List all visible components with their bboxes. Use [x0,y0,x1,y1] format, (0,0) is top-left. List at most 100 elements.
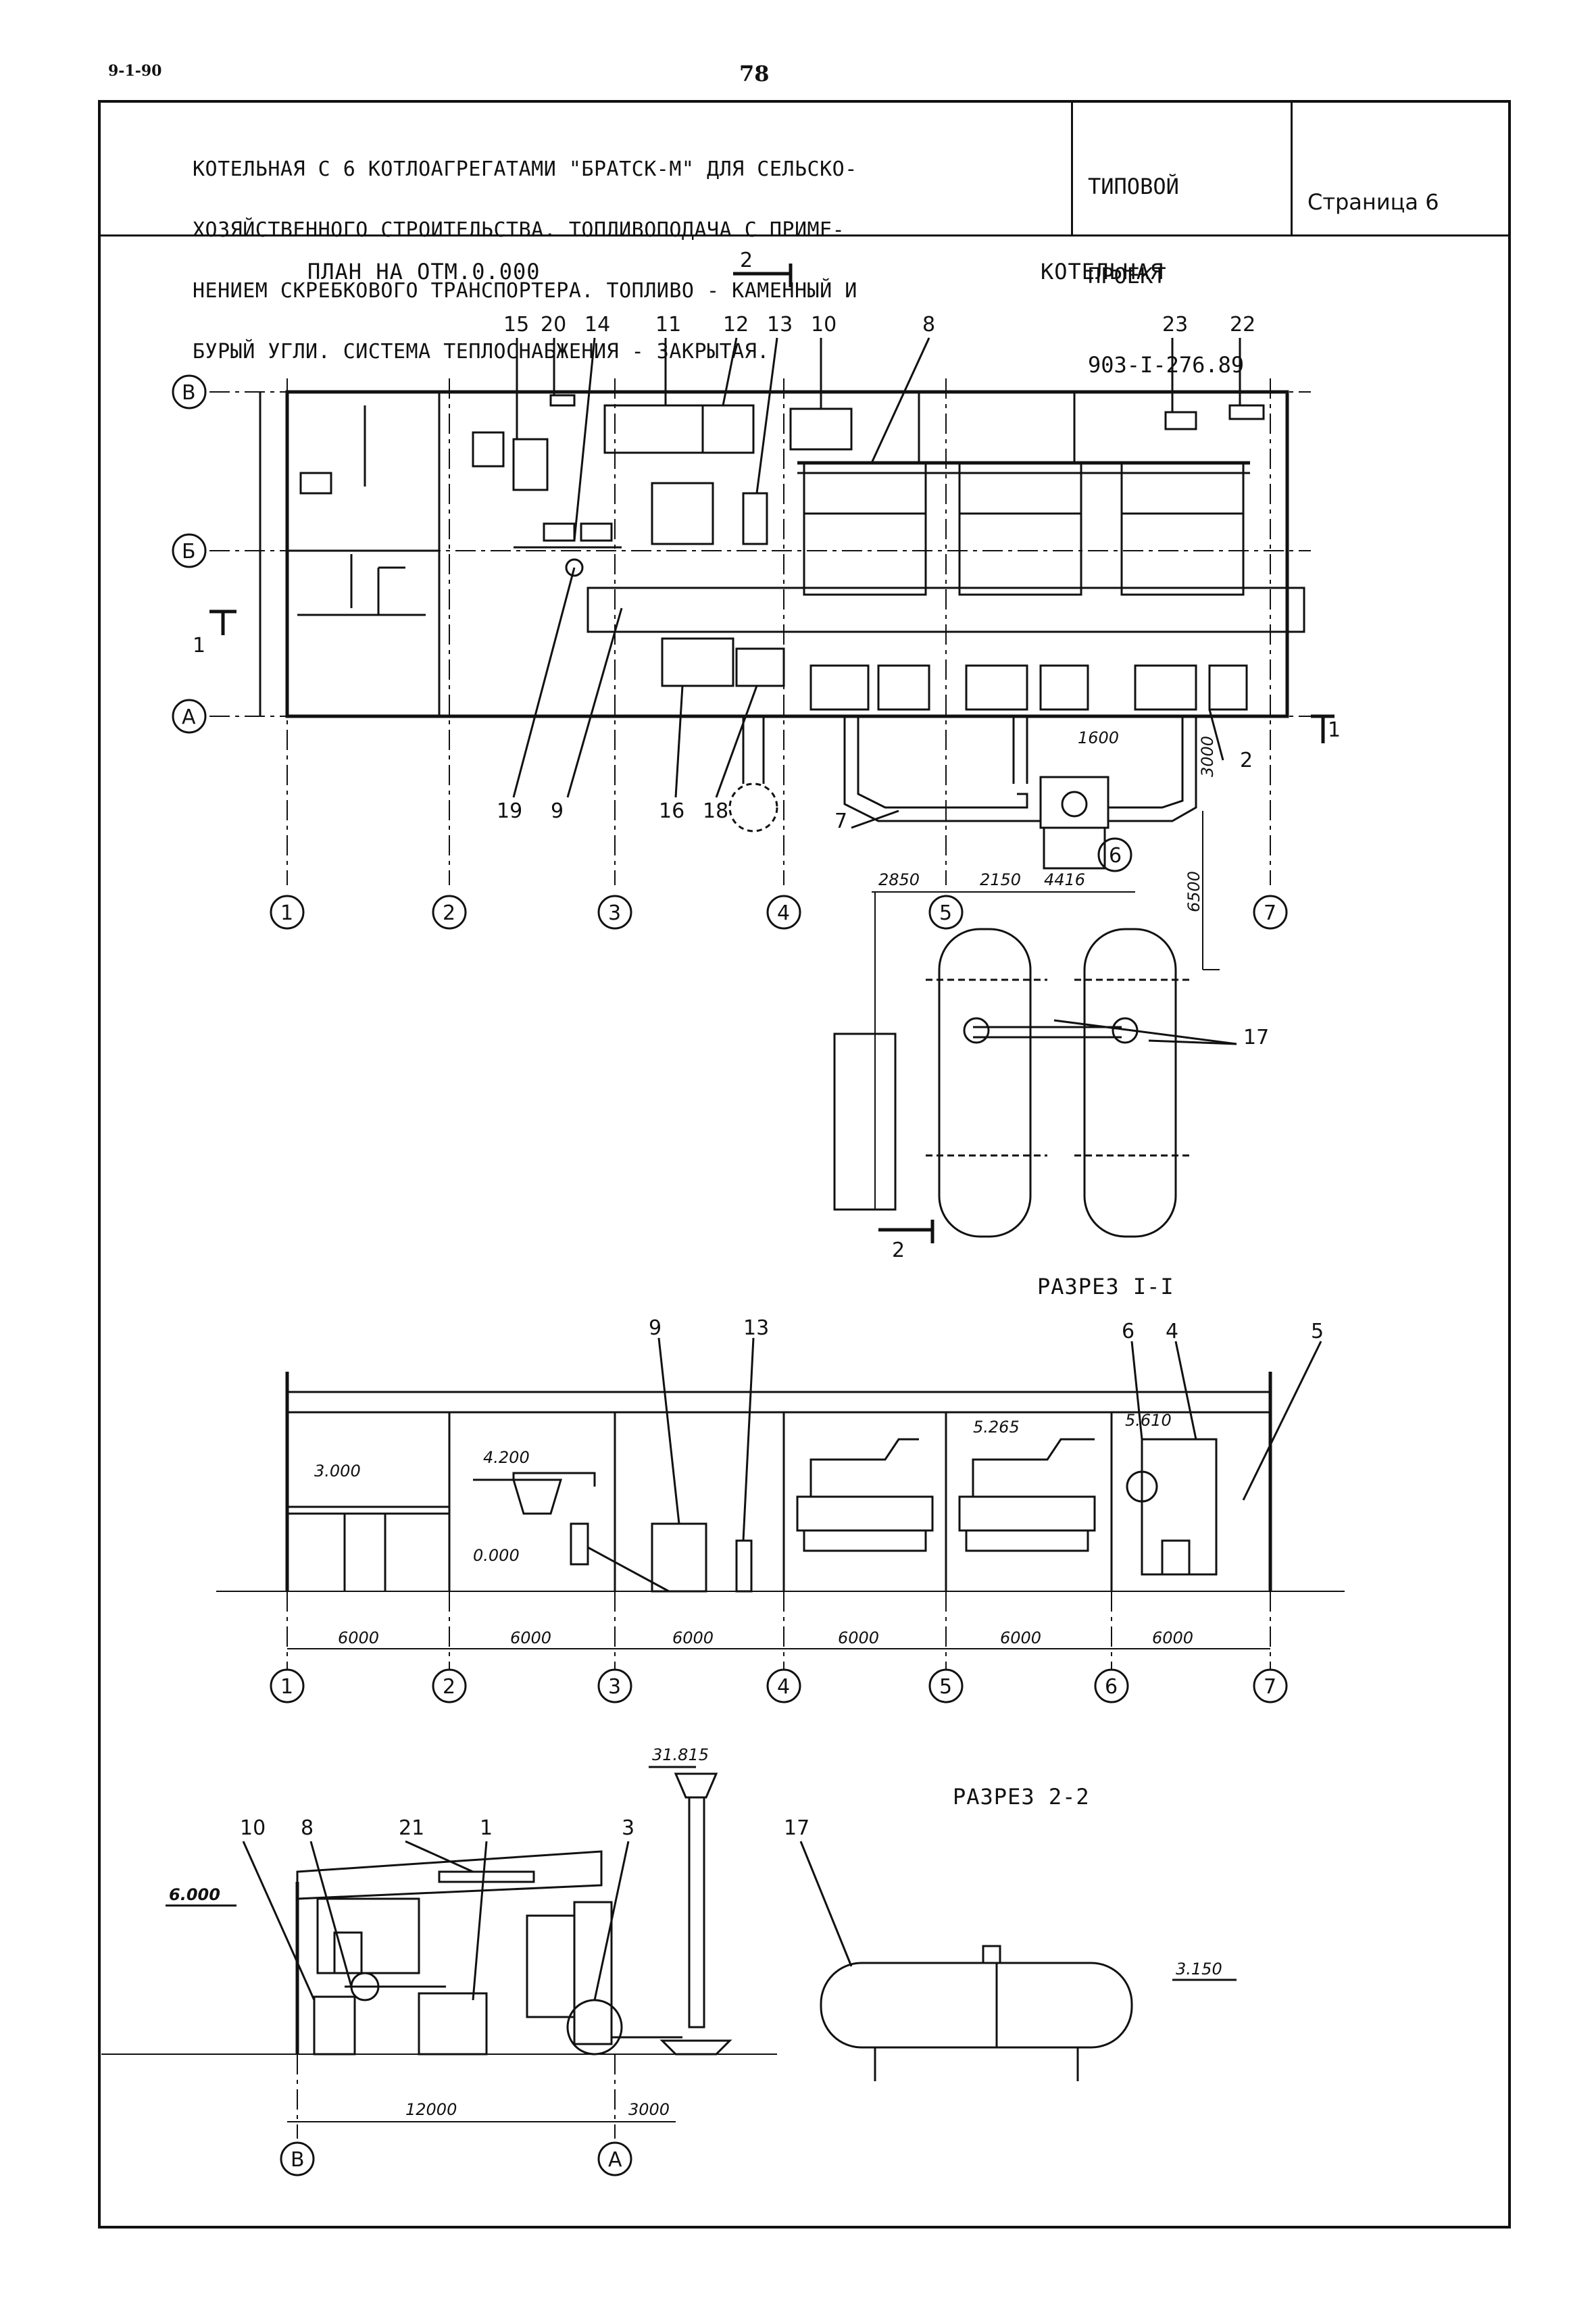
s1-level-3000: 3.000 [314,1462,361,1480]
axis-col-1: 1 [280,901,293,925]
title-block-divider-1 [1071,100,1073,237]
axis-row-v: В [182,381,196,405]
leader-8: 8 [922,313,935,337]
sheet-code: 9-1-90 [108,62,162,80]
s1-level-0000: 0.000 [473,1546,520,1565]
equipment-22 [1228,404,1265,420]
axis-col-4: 4 [777,901,790,925]
project-line: 903-I-276.89 [1088,352,1245,378]
s2-leader-3: 3 [622,1816,634,1840]
s1-span-4: 6000 [838,1628,879,1647]
s1-axis-5: 5 [939,1675,952,1699]
s1-span-2: 6000 [510,1628,551,1647]
s2-leader-17: 17 [784,1816,809,1840]
plan-outline [285,390,1289,718]
coal-storage [833,1032,897,1211]
boiler-s2 [418,1992,488,2056]
description-line: НЕНИЕМ СКРЕБКОВОГО ТРАНСПОРТЕРА. ТОПЛИВО… [193,279,857,303]
s1-span-6: 6000 [1152,1628,1193,1647]
s2-span-3000: 3000 [628,2100,670,2119]
roof-slab [286,1391,1272,1414]
s2-leader-21: 21 [399,1816,424,1840]
boiler-3 [1120,462,1245,596]
s1-leader-4: 4 [1166,1320,1178,1343]
title-block-divider-2 [1291,100,1293,237]
axis-row-b: Б [182,540,196,564]
section-2-title: РАЗРЕЗ 2-2 [953,1784,1090,1810]
section-1-view [216,1337,1345,1703]
s1-span-1: 6000 [338,1628,379,1647]
tank-s2 [820,1962,1133,2049]
leader-7: 7 [834,810,847,833]
dim-4416: 4416 [1044,870,1085,889]
leader-18: 18 [703,799,728,823]
equipment-13 [742,492,768,545]
section-mark-bottom: 2 [892,1239,905,1262]
leader-22: 22 [1230,313,1255,337]
leader-10: 10 [811,313,837,337]
s1-axis-2: 2 [443,1675,455,1699]
leader-12: 12 [723,313,749,337]
section-mark-right: 1 [1328,718,1341,742]
equipment-10 [789,407,853,451]
project-line: ПРОЕКТ [1088,263,1166,289]
page-number: 78 [739,61,770,86]
dim-6500: 6500 [1184,871,1203,912]
project-code-block: ТИПОВОЙ ПРОЕКТ 903-I-276.89 [1088,112,1244,409]
section-mark-left: 1 [193,634,205,657]
s2-level-6000: 6.000 [169,1885,220,1904]
project-description: КОТЕЛЬНАЯ С 6 КОТЛОАГРЕГАТАМИ "БРАТСК-М"… [193,119,857,382]
project-line: ТИПОВОЙ [1088,174,1179,199]
leader-23: 23 [1162,313,1188,337]
equipment-10-s2 [313,1995,356,2056]
plan-title: ПЛАН НА ОТМ.0.000 [307,259,541,284]
equipment-11 [603,404,704,454]
s2-axis-a: А [608,2148,622,2172]
s1-span-3: 6000 [672,1628,714,1647]
s1-span-5: 6000 [1000,1628,1041,1647]
leader-17: 17 [1243,1026,1269,1049]
s2-axis-v: В [291,2148,305,2172]
s2-span-12000: 12000 [405,2100,457,2119]
title-block [98,100,1511,237]
s2-leader-1: 1 [480,1816,493,1840]
s1-leader-6: 6 [1122,1320,1134,1343]
dim-2150: 2150 [980,870,1021,889]
s1-leader-5: 5 [1311,1320,1324,1343]
dim-2850: 2850 [878,870,920,889]
drawing-frame [98,100,1511,2229]
axis-col-3: 3 [608,901,621,925]
leader-13: 13 [767,313,793,337]
s2-level-3150: 3.150 [1176,1960,1222,1978]
leader-14: 14 [584,313,610,337]
building-label: КОТЕЛЬНАЯ [1041,259,1164,284]
tank-left [938,928,1032,1238]
description-line: КОТЕЛЬНАЯ С 6 КОТЛОАГРЕГАТАМИ "БРАТСК-М"… [193,157,857,181]
page-label: Страница 6 [1307,189,1439,215]
boiler-1 [803,462,927,596]
tank-right [1083,928,1177,1238]
dim-1600: 1600 [1078,728,1119,747]
axis-row-a: А [182,705,196,729]
fuel-tanks [833,811,1237,1238]
s1-level-5265: 5.265 [973,1418,1020,1437]
leader-16: 16 [659,799,684,823]
leader-9: 9 [551,799,564,823]
leader-15: 15 [503,313,529,337]
leader-19: 19 [497,799,522,823]
leader-2: 2 [1240,749,1253,772]
axis-col-5: 5 [939,901,952,925]
description-line: ХОЗЯЙСТВЕННОГО СТРОИТЕЛЬСТВА. ТОПЛИВОПОД… [193,218,845,242]
s2-leader-8: 8 [301,1816,314,1840]
axis-col-2: 2 [443,901,455,925]
s1-axis-1: 1 [280,1675,293,1699]
dim-3000: 3000 [1198,736,1217,777]
s1-level-4200: 4.200 [483,1448,530,1467]
s1-level-5610: 5.610 [1125,1411,1172,1430]
equipment-23 [1164,411,1197,430]
s1-axis-3: 3 [608,1675,621,1699]
description-line: БУРЫЙ УГЛИ. СИСТЕМА ТЕПЛОСНАБЖЕНИЯ - ЗАК… [193,340,770,364]
boiler-2 [958,462,1082,596]
label-6-plan: 6 [1109,844,1122,868]
